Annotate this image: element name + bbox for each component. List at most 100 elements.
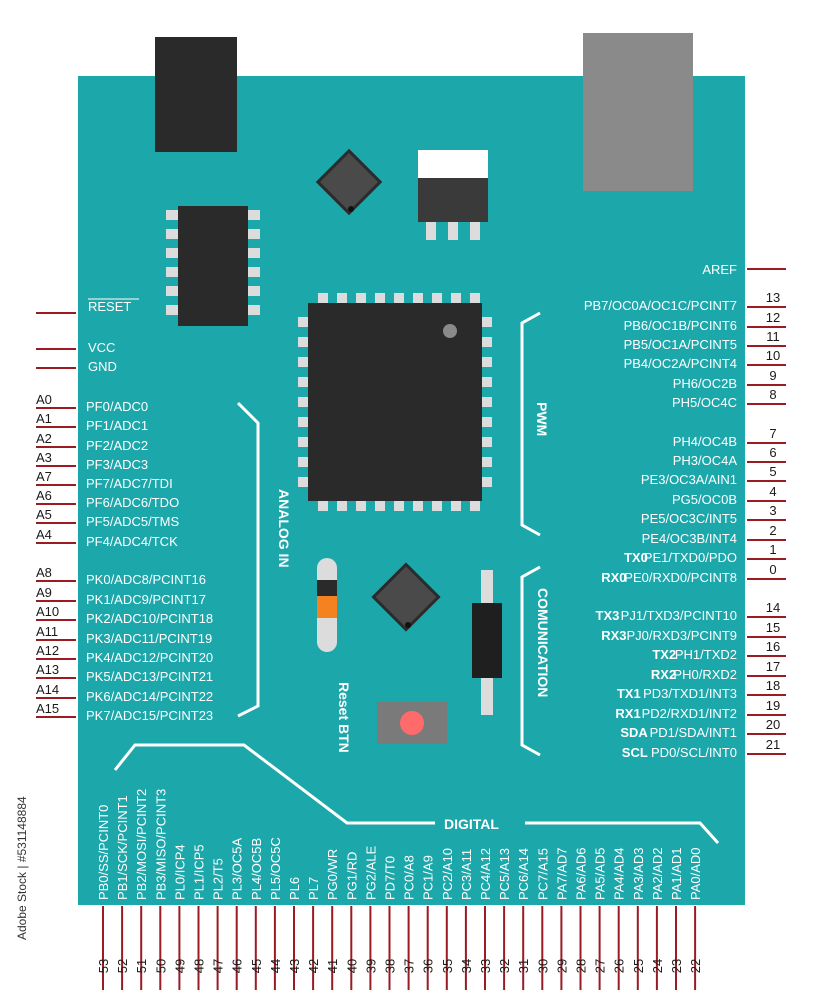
analog-pin-function: PK0/ADC8/PCINT16 [86,572,206,587]
digital-pin-function: PA0/AD0 [688,847,703,900]
analog-pin-number: A6 [36,488,52,503]
comm-pin-tag: SDA [620,725,648,740]
digital-pin-number: 36 [421,959,436,973]
reset-btn-label: Reset BTN [336,682,352,753]
mcu-pad [482,457,492,467]
analog-pin-function: PK3/ADC11/PCINT19 [86,631,212,646]
digital-pin-number: 22 [688,959,703,973]
comm-pin-tag: RX3 [601,628,626,643]
comm-pin-function: PH1/TXD2 [675,647,737,662]
comm-pin-number: 1 [769,542,776,557]
pwm-pin-function: PB7/OC0A/OC1C/PCINT7 [584,298,737,313]
digital-pin-number: 37 [402,959,417,973]
analog-pin-number: A1 [36,411,52,426]
digital-pin-function: PA7/AD7 [554,847,569,900]
comm-pin-number: 21 [766,737,780,752]
digital-pin-number: 39 [363,959,378,973]
mcu-pad [482,317,492,327]
digital-pin-function: PL0/ICP4 [172,844,187,900]
soic-pad [166,305,178,315]
analog-pin-number: A15 [36,701,59,716]
analog-in-label: ANALOG IN [276,489,292,568]
digital-pin-function: PC7/A15 [535,848,550,900]
pwm-pin-function: PG5/OC0B [672,492,737,507]
mcu-pad [337,501,347,511]
comm-pin-tag: RX0 [601,570,626,585]
digital-pin-function: PB0/SS/PCINT0 [96,805,111,900]
mcu-pad [451,293,461,303]
digital-pin-number: 44 [268,959,283,973]
soic-chip [166,206,260,326]
pwm-pin-function: PB6/OC1B/PCINT6 [624,318,737,333]
mcu-pad [413,293,423,303]
digital-pin-number: 48 [192,959,207,973]
mcu-pad [298,457,308,467]
mcu-pad [375,501,385,511]
chip-small-mid [371,562,441,632]
section-brackets [113,311,720,845]
analog-pin-function: PF5/ADC5/TMS [86,514,180,529]
pwm-pin-number: 12 [766,310,780,325]
soic-pad [248,267,260,277]
digital-pin-function: PA2/AD2 [650,847,665,900]
comm-pin-function: PD2/RXD1/INT2 [642,706,737,721]
comm-pin-tag: TX0 [624,550,648,565]
digital-pin-function: PD7/T0 [383,856,398,900]
diode [472,570,502,715]
analog-pin-number: A8 [36,565,52,580]
comm-pin-tag: TX3 [596,608,620,623]
vcc-label: VCC [88,340,115,355]
digital-pin-function: PB1/SCK/PCINT1 [115,795,130,900]
soic-pad [166,210,178,220]
stock-id-text: Adobe Stock | #531148884 [15,796,29,940]
pwm-pin-function: PH6/OC2B [673,376,737,391]
comm-pin-number: 18 [766,678,780,693]
mcu-pad [318,293,328,303]
digital-pin-function: PC3/A11 [459,849,474,900]
digital-pin-number: 53 [96,959,111,973]
soic-pad [248,210,260,220]
mcu-pad [298,317,308,327]
mcu-pad [298,377,308,387]
soic-pad [166,267,178,277]
digital-pin-number: 51 [134,959,149,973]
digital-label: DIGITAL [444,816,499,832]
mcu-pad [470,501,480,511]
mcu-pad [375,293,385,303]
mcu-pad [482,417,492,427]
soic-pad [248,229,260,239]
analog-pin-function: PK7/ADC15/PCINT23 [86,708,213,723]
mcu-pad [298,397,308,407]
soic-pad [248,248,260,258]
reset-button[interactable] [377,702,447,744]
soic-pad [166,248,178,258]
pwm-pin-number: 4 [769,484,776,499]
usb-connector [583,33,693,191]
pwm-pin-number: 6 [769,445,776,460]
soic-pad [166,286,178,296]
comm-pin-number: 15 [766,620,780,635]
mcu-pad [482,357,492,367]
mcu-pad [318,501,328,511]
oscillator [317,558,337,652]
digital-pin-number: 23 [669,959,684,973]
analog-pin-number: A2 [36,431,52,446]
analog-pin-number: A7 [36,469,52,484]
comm-pin-number: 16 [766,639,780,654]
mcu-pad [482,437,492,447]
digital-pin-function: PA6/AD6 [574,847,589,900]
bottom-pin-header: 53PB0/SS/PCINT052PB1/SCK/PCINT151PB2/MOS… [96,789,703,990]
pwm-pin-function: PE3/OC3A/AIN1 [641,472,737,487]
mcu-pad [298,337,308,347]
mcu-pad [413,501,423,511]
aref-label: AREF [702,262,737,277]
digital-pin-function: PL5/OC5C [268,837,283,900]
analog-pin-function: PK1/ADC9/PCINT17 [86,592,206,607]
digital-pin-function: PA4/AD4 [612,847,627,900]
digital-pin-number: 38 [383,959,398,973]
pwm-pin-function: PH3/OC4A [673,453,738,468]
digital-pin-number: 42 [306,959,321,973]
digital-pin-function: PL3/OC5A [230,838,245,900]
digital-pin-function: PL6 [287,877,302,900]
pwm-pin-function: PH5/OC4C [672,395,737,410]
